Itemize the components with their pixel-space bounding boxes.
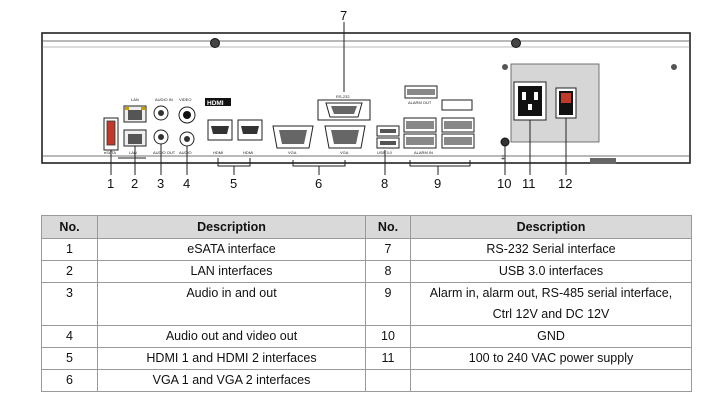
hdmi1-label: HDMI (213, 150, 223, 155)
callout-5: 5 (230, 176, 237, 191)
esata-port: eSATA (103, 117, 119, 155)
cell-no: 2 (41, 260, 98, 283)
table-row: 6 VGA 1 and VGA 2 interfaces (41, 369, 692, 392)
table-row: 3 Audio in and out 9 Alarm in, alarm out… (41, 282, 692, 326)
cell-description: LAN interfaces (97, 260, 366, 283)
cell-description-line-2: Ctrl 12V and DC 12V (492, 307, 610, 321)
callout-numbers: 1 2 3 4 5 6 7 8 9 10 11 12 (107, 8, 572, 191)
audio-video-out-ports: VIDEO AUDIO (178, 97, 196, 155)
cell-description (410, 369, 692, 392)
lan-top-label: LAN (131, 97, 139, 102)
cell-description: GND (410, 325, 692, 348)
callout-12: 12 (558, 176, 572, 191)
header-no-1: No. (41, 215, 98, 239)
table-row: 5 HDMI 1 and HDMI 2 interfaces 11 100 to… (41, 347, 692, 370)
audio-in-label: AUDIO IN (155, 97, 173, 102)
audio-in-out-ports: AUDIO IN AUDIO OUT (153, 97, 176, 155)
header-no-2: No. (365, 215, 411, 239)
cell-no: 5 (41, 347, 98, 370)
cell-no: 8 (365, 260, 411, 283)
table-row: 1 eSATA interface 7 RS-232 Serial interf… (41, 238, 692, 261)
svg-text:⏚: ⏚ (500, 155, 506, 162)
hdmi-ports: HDMI HDMI HDMI (205, 98, 263, 155)
hdmi-logo: HDMI (207, 100, 224, 107)
cell-description: eSATA interface (97, 238, 366, 261)
interface-description-table: No. Description No. Description 1 eSATA … (41, 215, 692, 392)
screw-right (511, 38, 521, 48)
callout-7: 7 (340, 8, 347, 23)
callout-6: 6 (315, 176, 322, 191)
cell-description: 100 to 240 VAC power supply (410, 347, 692, 370)
cell-no: 3 (41, 282, 98, 326)
cell-no (365, 369, 411, 392)
alarm-out-label: ALARM OUT (408, 100, 432, 105)
lan-ports: LAN LAN (123, 97, 147, 155)
cell-no: 10 (365, 325, 411, 348)
cell-no: 9 (365, 282, 411, 326)
cell-description: VGA 1 and VGA 2 interfaces (97, 369, 366, 392)
callout-1: 1 (107, 176, 114, 191)
cell-description: RS-232 Serial interface (410, 238, 692, 261)
table-row: 2 LAN interfaces 8 USB 3.0 interfaces (41, 260, 692, 283)
table-row: 4 Audio out and video out 10 GND (41, 325, 692, 348)
cell-no: 1 (41, 238, 98, 261)
vga1-label: VGA (288, 150, 297, 155)
table-header-row: No. Description No. Description (41, 215, 692, 239)
callout-8: 8 (381, 176, 388, 191)
cell-description: Alarm in, alarm out, RS-485 serial inter… (410, 282, 692, 326)
cell-description: HDMI 1 and HDMI 2 interfaces (97, 347, 366, 370)
cell-description-line-1: Alarm in, alarm out, RS-485 serial inter… (429, 286, 673, 300)
alarm-terminals: ALARM OUT ALARM IN (403, 85, 475, 155)
cell-no: 7 (365, 238, 411, 261)
cell-description: Audio in and out (97, 282, 366, 326)
rs232-port: RS-232 (317, 94, 371, 121)
callout-9: 9 (434, 176, 441, 191)
power-module (510, 63, 600, 143)
cell-no: 4 (41, 325, 98, 348)
header-description-2: Description (410, 215, 692, 239)
header-description-1: Description (97, 215, 366, 239)
audio-label: AUDIO (179, 150, 192, 155)
cell-description: USB 3.0 interfaces (410, 260, 692, 283)
leader-lines (110, 22, 567, 175)
vga2-label: VGA (340, 150, 349, 155)
video-out-label: VIDEO (179, 97, 191, 102)
esata-label: eSATA (104, 150, 116, 155)
gnd-screw: ⏚ (500, 137, 510, 162)
hdmi2-label: HDMI (243, 150, 253, 155)
callout-10: 10 (497, 176, 511, 191)
cell-description: Audio out and video out (97, 325, 366, 348)
callout-2: 2 (131, 176, 138, 191)
lan-bottom-label: LAN (129, 150, 137, 155)
rs232-label: RS-232 (336, 94, 350, 99)
audio-out-label: AUDIO OUT (153, 150, 176, 155)
cell-no: 6 (41, 369, 98, 392)
screw-left (210, 38, 220, 48)
cell-no: 11 (365, 347, 411, 370)
callout-4: 4 (183, 176, 190, 191)
vga-ports: VGA VGA (272, 125, 366, 155)
callout-3: 3 (157, 176, 164, 191)
callout-11: 11 (522, 176, 536, 191)
rear-panel-diagram: eSATA LAN LAN AUDIO IN AUDIO OUT VIDEO A… (41, 8, 691, 191)
alarm-in-label: ALARM IN (414, 150, 433, 155)
